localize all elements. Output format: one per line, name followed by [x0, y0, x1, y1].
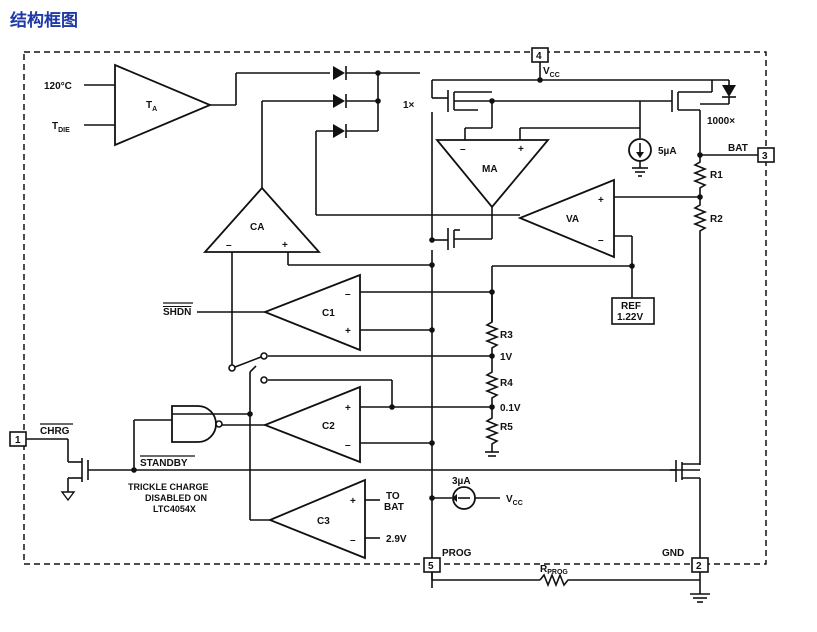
chip-boundary [23, 51, 767, 565]
resistor-r3 [484, 292, 500, 359]
chrg-label: CHRG [40, 426, 70, 437]
vcc-label: VCC [543, 66, 560, 79]
trickle-line-2: DISABLED ON [145, 493, 207, 503]
resistor-r2 [692, 197, 708, 465]
gnd-label: GND [662, 548, 684, 559]
r3-label: R3 [500, 330, 513, 341]
to-bat-line-1: TO [386, 491, 400, 502]
mosfet-1x [431, 80, 645, 240]
pin-4-number: 4 [536, 51, 542, 62]
mode-switch [228, 352, 492, 520]
pin-4-vcc [432, 47, 712, 83]
ca-minus: – [226, 240, 232, 251]
c1-minus: – [345, 289, 351, 300]
ta-amplifier [84, 63, 330, 147]
ma-plus: + [518, 144, 524, 155]
ca-amplifier [202, 186, 435, 368]
pin-2-gnd [690, 557, 710, 603]
pin-5-number: 5 [428, 561, 434, 572]
ca-plus: + [282, 240, 288, 251]
page-title: 结构框图 [10, 11, 78, 31]
diode-array [261, 66, 520, 216]
va-amplifier [517, 178, 633, 266]
current-source-3ua [429, 486, 500, 510]
c1-label: C1 [322, 308, 335, 319]
pin-2-number: 2 [696, 561, 702, 572]
c3-plus: + [350, 496, 356, 507]
trickle-line-1: TRICKLE CHARGE [128, 482, 209, 492]
v1-label: 1V [500, 352, 513, 363]
resistor-r1 [614, 155, 708, 200]
rprog-label: RPROG [540, 564, 568, 576]
temp-120-label: 120°C [44, 81, 72, 92]
c2-minus: – [345, 440, 351, 451]
c1-comparator [197, 273, 495, 352]
nand-gate [133, 405, 253, 470]
v29-label: 2.9V [386, 534, 407, 545]
c2-plus: + [345, 403, 351, 414]
mosfet-ma [429, 228, 493, 588]
to-bat-line-2: BAT [384, 502, 404, 513]
prog-label: PROG [442, 548, 472, 559]
pin-1-chrg [9, 431, 700, 502]
i5ua-label: 5µA [658, 146, 677, 157]
vcc2-label: VCC [506, 494, 523, 507]
ta-label: TA [146, 100, 157, 113]
ma-amplifier [435, 101, 640, 232]
ref-voltage: 1.22V [617, 312, 643, 323]
ma-label: MA [482, 164, 498, 175]
r4-label: R4 [500, 378, 513, 389]
mosfet-1000x [645, 79, 736, 155]
va-minus: – [598, 235, 604, 246]
resistor-r4 [484, 356, 500, 410]
va-label: VA [566, 214, 579, 225]
ma-minus: – [460, 144, 466, 155]
r5-label: R5 [500, 422, 513, 433]
r1-label: R1 [710, 170, 723, 181]
pin-1-number: 1 [15, 435, 21, 446]
c2-label: C2 [322, 421, 335, 432]
i3ua-label: 3µA [452, 476, 471, 487]
resistor-r5 [484, 407, 500, 457]
shdn-label: SHDN [163, 307, 191, 318]
c3-comparator [250, 478, 380, 560]
mosfet-standby [670, 460, 701, 558]
v01-label: 0.1V [500, 403, 521, 414]
current-source-5ua [628, 101, 652, 177]
pin-3-number: 3 [762, 151, 768, 162]
c2-comparator [222, 385, 492, 464]
ref-label: REF [621, 301, 641, 312]
tdie-label: TDIE [52, 121, 70, 134]
pin-5-prog [423, 557, 700, 588]
bat-label: BAT [728, 143, 748, 154]
mirror-1x-label: 1× [403, 100, 415, 111]
standby-label: STANDBY [140, 458, 188, 469]
trickle-line-3: LTC4054X [153, 504, 196, 514]
mirror-1000x-label: 1000× [707, 116, 735, 127]
c3-minus: – [350, 535, 356, 546]
ca-label: CA [250, 222, 264, 233]
c1-plus: + [345, 326, 351, 337]
va-plus: + [598, 195, 604, 206]
c3-label: C3 [317, 516, 330, 527]
r2-label: R2 [710, 214, 723, 225]
